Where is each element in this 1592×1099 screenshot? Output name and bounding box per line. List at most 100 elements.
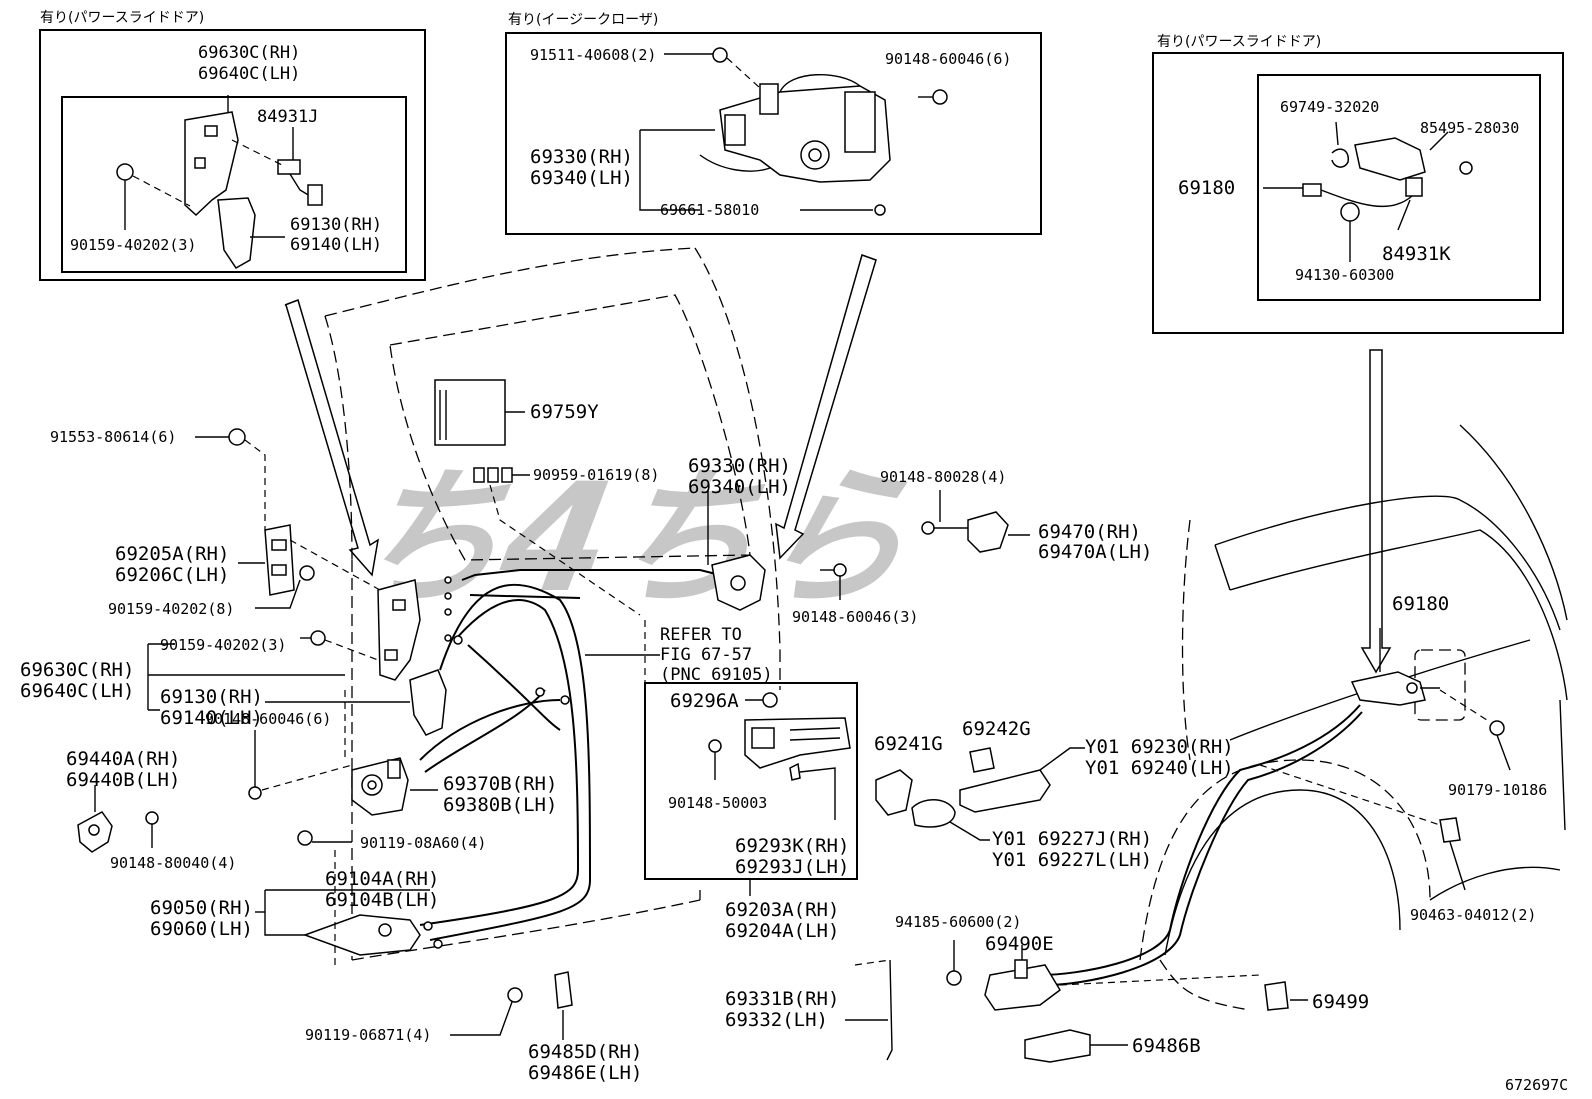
part-label: 94130-60300 <box>1295 266 1394 284</box>
part-label: 90148-80028(4) <box>880 468 1006 486</box>
part-label: 69331B(RH) <box>725 988 839 1010</box>
part-label: 69206C(LH) <box>115 564 229 586</box>
bolt-icon <box>116 163 134 181</box>
part-label: 69640C(LH) <box>198 64 300 84</box>
part-label: 69440A(RH) <box>66 748 180 770</box>
lock-69490e <box>984 964 1061 1011</box>
part-label: 69485D(RH) <box>528 1041 642 1063</box>
inset-middle-header: 有り(イージークローザ) <box>508 12 658 28</box>
connector-icon <box>1302 183 1322 197</box>
cable-69104 <box>461 569 521 581</box>
part-label: 90159-40202(3) <box>70 236 196 254</box>
screw-icon <box>248 786 262 800</box>
part-label: 69380B(LH) <box>443 794 557 816</box>
bolt-icon <box>310 630 326 646</box>
part-label: 69661-58010 <box>660 201 759 219</box>
inset-right-header: 有り(パワースライドドア) <box>1157 34 1321 50</box>
inset-left-header: 有り(パワースライドドア) <box>40 10 204 26</box>
part-label: Y01 69227J(RH) <box>992 828 1152 850</box>
clip-90463 <box>1439 817 1461 843</box>
part-label: 90159-40202(3) <box>160 636 286 654</box>
bolt-icon <box>762 692 778 708</box>
part-label: 69180 <box>1178 177 1235 199</box>
part-label: 90159-40202(8) <box>108 600 234 618</box>
part-label: Y01 69240(LH) <box>1085 757 1234 779</box>
part-label: 69470A(LH) <box>1038 541 1152 563</box>
part-label: 69104A(RH) <box>325 868 439 890</box>
part-label: 69204A(LH) <box>725 920 839 942</box>
part-label: 84931J <box>257 107 318 127</box>
inset-left-outer-box <box>39 29 426 281</box>
bolt-icon <box>299 565 315 581</box>
part-label: 69293K(RH) <box>735 835 849 857</box>
part-label: 69140(LH) <box>290 235 382 255</box>
part-label: 69330(RH) <box>530 146 633 168</box>
bolt-icon <box>712 47 728 63</box>
screw-icon <box>833 563 847 577</box>
part-labels: 91553-80614(6) 69759Y 90959-01619(8) 693… <box>20 401 1568 1094</box>
arrow-middle-inset <box>775 254 877 560</box>
watermark: ち4ちら <box>340 451 925 626</box>
handle-pad-69227 <box>911 799 956 828</box>
switch-69180 <box>1350 671 1426 706</box>
inset-middle: 有り(イージークローザ) 91511-40608(2) 90148-60046(… <box>505 12 1042 235</box>
part-label: 69130(RH) <box>160 686 263 708</box>
part-label: 69490E <box>985 933 1054 955</box>
screw-icon <box>1459 161 1473 175</box>
part-label: 90148-60046(6) <box>885 50 1011 68</box>
part-label: Y01 69227L(LH) <box>992 849 1152 871</box>
cable-right <box>1039 704 1361 976</box>
part-label: 69486E(LH) <box>528 1062 642 1084</box>
striker-69470 <box>967 511 1009 553</box>
bolt-icon <box>228 428 246 446</box>
part-label: 91553-80614(6) <box>50 428 176 446</box>
part-label: 69241G <box>874 733 943 755</box>
part-label: 69205A(RH) <box>115 543 229 565</box>
part-label: 90148-50003 <box>668 794 767 812</box>
bracket-part <box>184 111 239 217</box>
part-label: 69759Y <box>530 401 599 423</box>
part-label: 90119-06871(4) <box>305 1026 431 1044</box>
part-label: 69370B(RH) <box>443 773 557 795</box>
guide-69485d <box>554 971 573 1009</box>
clip-icon <box>473 467 485 483</box>
part-label: 69330(RH) <box>688 455 791 477</box>
part-label: 90148-60046(3) <box>792 608 918 626</box>
part-label: 69104B(LH) <box>325 889 439 911</box>
switch-bracket <box>1354 137 1426 181</box>
screw-icon <box>145 811 159 825</box>
connector-84931j <box>277 159 301 175</box>
rod-69331b <box>886 959 893 1061</box>
part-label: 90148-80040(4) <box>110 854 236 872</box>
part-label: 84931K <box>1382 243 1451 265</box>
clip-icon <box>874 204 886 216</box>
nut-icon <box>946 970 962 986</box>
bolt-icon <box>507 987 523 1003</box>
inset-right: 有り(パワースライドドア) 69749-32020 85495-28030 69… <box>1152 34 1564 334</box>
part-label: 69050(RH) <box>150 897 253 919</box>
part-label: 69440B(LH) <box>66 769 180 791</box>
part-label: 69296A <box>670 690 739 712</box>
part-label: REFER TO <box>660 625 742 645</box>
part-label: 69203A(RH) <box>725 899 839 921</box>
inset-left-inner-box <box>61 96 407 273</box>
handle-cover-69241g <box>875 769 913 816</box>
part-label: 90119-08A60(4) <box>360 834 486 852</box>
part-label: FIG 67-57 <box>660 645 752 665</box>
part-label: 69340(LH) <box>530 167 633 189</box>
part-label: (PNC 69105) <box>660 665 773 685</box>
part-label: Y01 69230(RH) <box>1085 736 1234 758</box>
inset-right-inner-box <box>1257 74 1541 301</box>
part-label: 69630C(RH) <box>20 659 134 681</box>
part-label: 90959-01619(8) <box>533 466 659 484</box>
inset-left: 有り(パワースライドドア) 69630C(RH) 69640C(LH) 8493… <box>39 10 426 281</box>
part-label: 69749-32020 <box>1280 98 1379 116</box>
part-label: 94185-60600(2) <box>895 913 1021 931</box>
vehicle-body-outline <box>1139 424 1568 1011</box>
bumper-69499 <box>1264 981 1289 1011</box>
part-label: 69180 <box>1392 593 1449 615</box>
part-label: 69640C(LH) <box>20 680 134 702</box>
grommet-icon <box>1340 202 1360 222</box>
hinge-69205 <box>264 524 295 596</box>
